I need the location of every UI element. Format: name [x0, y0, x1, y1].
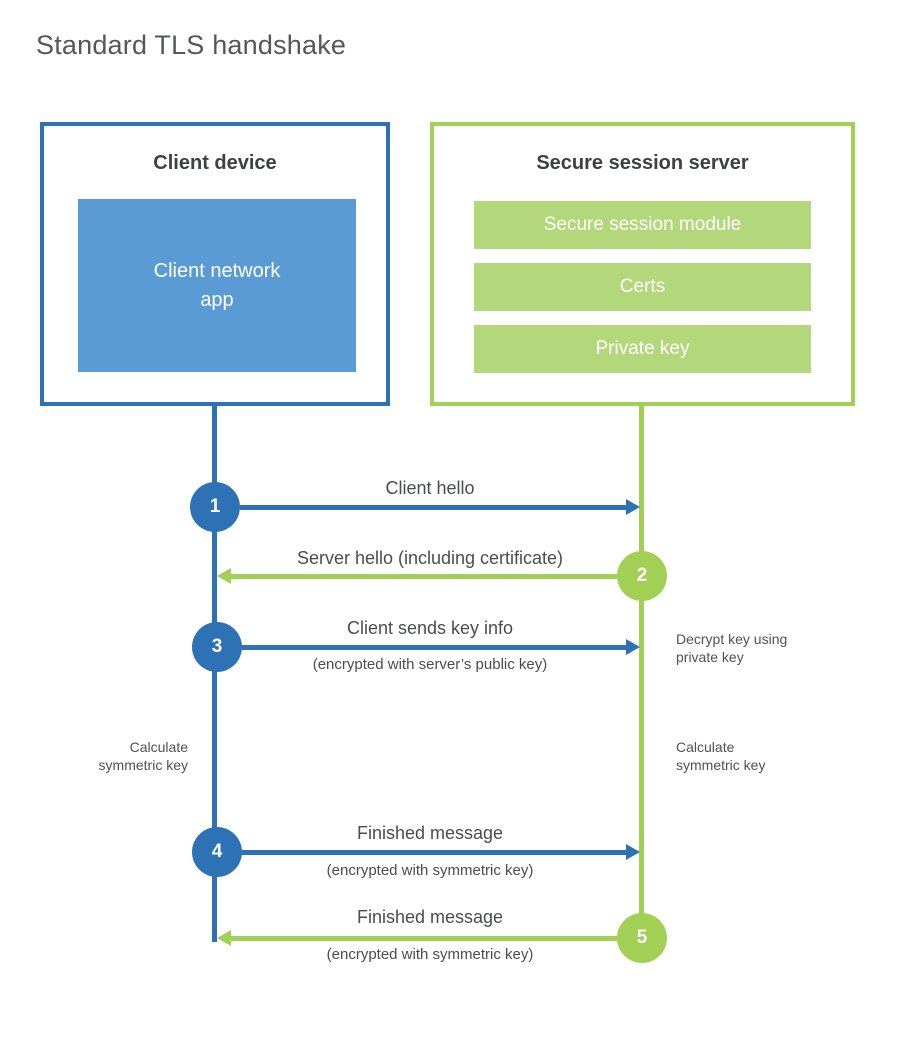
- step-4-label: Finished message: [356, 823, 504, 843]
- step-4-sublabel: (encrypted with symmetric key): [326, 862, 534, 879]
- module-private-key: Private key: [474, 325, 811, 373]
- step-4-arrowhead-right-icon: [626, 844, 640, 860]
- step-5-arrow-line: [231, 936, 617, 941]
- calculate-symmetric-key-note-server: Calculate symmetric key: [676, 739, 766, 774]
- step-2-circle: 2: [617, 551, 667, 601]
- step-4-arrow-line: [242, 850, 626, 855]
- step-4-circle: 4: [192, 827, 242, 877]
- step-1-arrow-line: [240, 505, 626, 510]
- secure-session-server-box: Secure session server Secure session mod…: [430, 122, 855, 406]
- step-3-label: Client sends key info: [346, 618, 514, 638]
- step-2-arrow-line: [231, 574, 617, 579]
- step-5-label: Finished message: [356, 907, 504, 927]
- client-network-app-box: Client network app: [78, 199, 356, 372]
- step-1-number: 1: [209, 496, 221, 517]
- step-1-arrowhead-right-icon: [626, 499, 640, 515]
- server-lifeline: [639, 404, 644, 916]
- step-5-arrowhead-left-icon: [217, 930, 231, 946]
- calculate-symmetric-key-note-client: Calculate symmetric key: [98, 739, 188, 774]
- step-4-number: 4: [211, 841, 223, 862]
- step-3-number: 3: [211, 636, 223, 657]
- step-2-arrowhead-left-icon: [217, 568, 231, 584]
- secure-session-server-title: Secure session server: [536, 152, 749, 174]
- step-5-number: 5: [636, 927, 648, 948]
- step-5-circle: 5: [617, 913, 667, 963]
- step-2-number: 2: [636, 565, 648, 586]
- client-device-box: Client device Client network app: [40, 122, 390, 406]
- step-2-label: Server hello (including certificate): [296, 548, 564, 568]
- step-3-sublabel: (encrypted with server’s public key): [312, 656, 548, 673]
- page-title: Standard TLS handshake: [36, 30, 347, 60]
- step-3-circle: 3: [192, 622, 242, 672]
- module-secure-session-module: Secure session module: [474, 201, 811, 249]
- decrypt-key-note: Decrypt key using private key: [676, 631, 788, 666]
- step-1-label: Client hello: [385, 478, 475, 498]
- step-5-sublabel: (encrypted with symmetric key): [326, 946, 534, 963]
- client-lifeline: [212, 404, 217, 942]
- client-device-title: Client device: [153, 152, 277, 174]
- step-3-arrowhead-right-icon: [626, 639, 640, 655]
- step-1-circle: 1: [190, 482, 240, 532]
- module-certs: Certs: [474, 263, 811, 311]
- step-3-arrow-line: [242, 645, 626, 650]
